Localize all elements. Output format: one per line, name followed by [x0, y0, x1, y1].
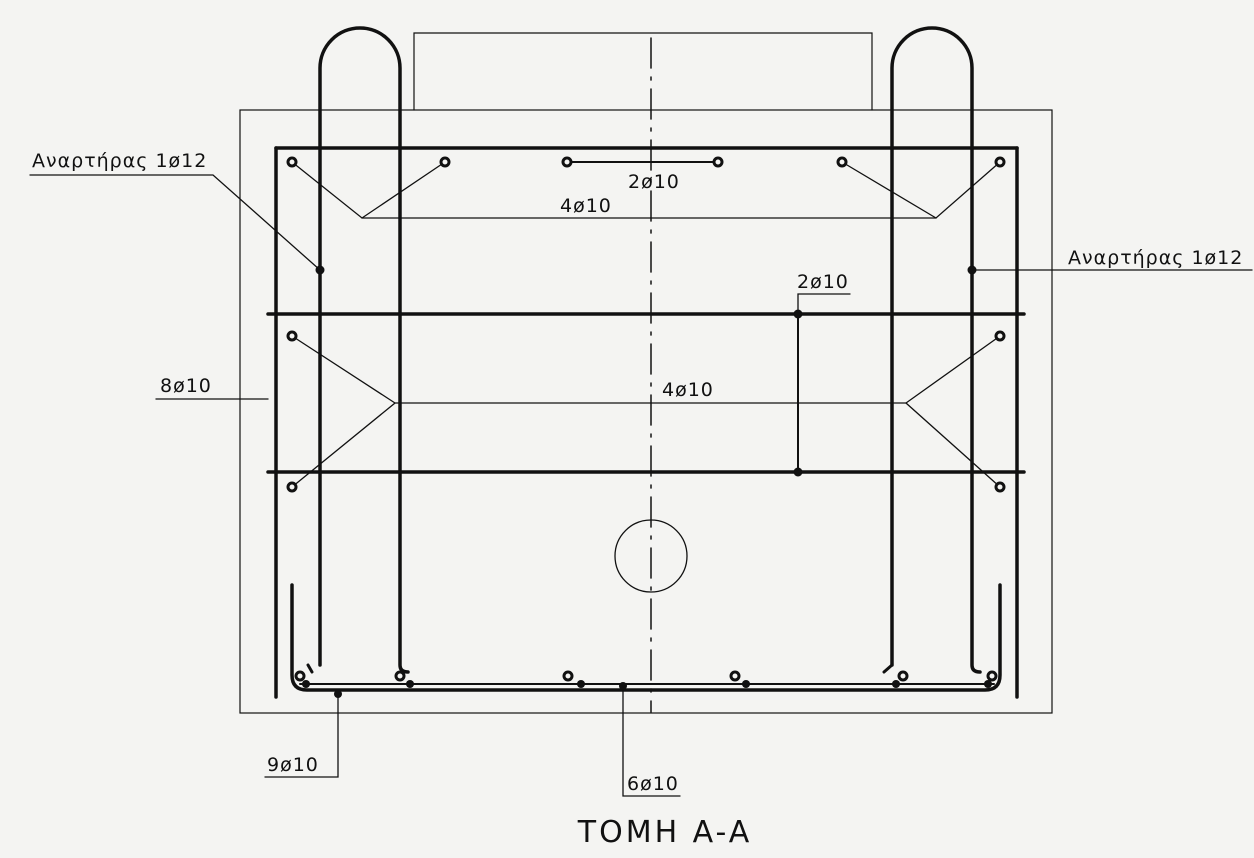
- label-side-bars: 8ø10: [160, 375, 212, 397]
- column-stub: [413, 32, 873, 111]
- concrete-outline: [239, 109, 1053, 714]
- rebar-dots: [286, 156, 1006, 682]
- label-bottom-left: 9ø10: [267, 754, 319, 776]
- label-bottom-center: 6ø10: [627, 773, 679, 795]
- label-mid-pair: 2ø10: [797, 271, 849, 293]
- bottom-stirrup: [290, 583, 1002, 692]
- section-title: TOMH A-A: [577, 815, 752, 850]
- hanger-left-bar: [318, 26, 410, 674]
- stirrup: [274, 146, 1019, 699]
- label-hanger-left: Αναρτήρας 1ø12: [32, 150, 207, 172]
- label-top-group: 4ø10: [560, 195, 612, 217]
- hanger-right-bar: [890, 26, 982, 674]
- drain-opening: [614, 519, 688, 593]
- rebar-solid-dots: [302, 265, 992, 698]
- label-top-pair: 2ø10: [628, 171, 680, 193]
- label-hanger-right: Αναρτήρας 1ø12: [1068, 247, 1243, 269]
- label-mid-group: 4ø10: [662, 379, 714, 401]
